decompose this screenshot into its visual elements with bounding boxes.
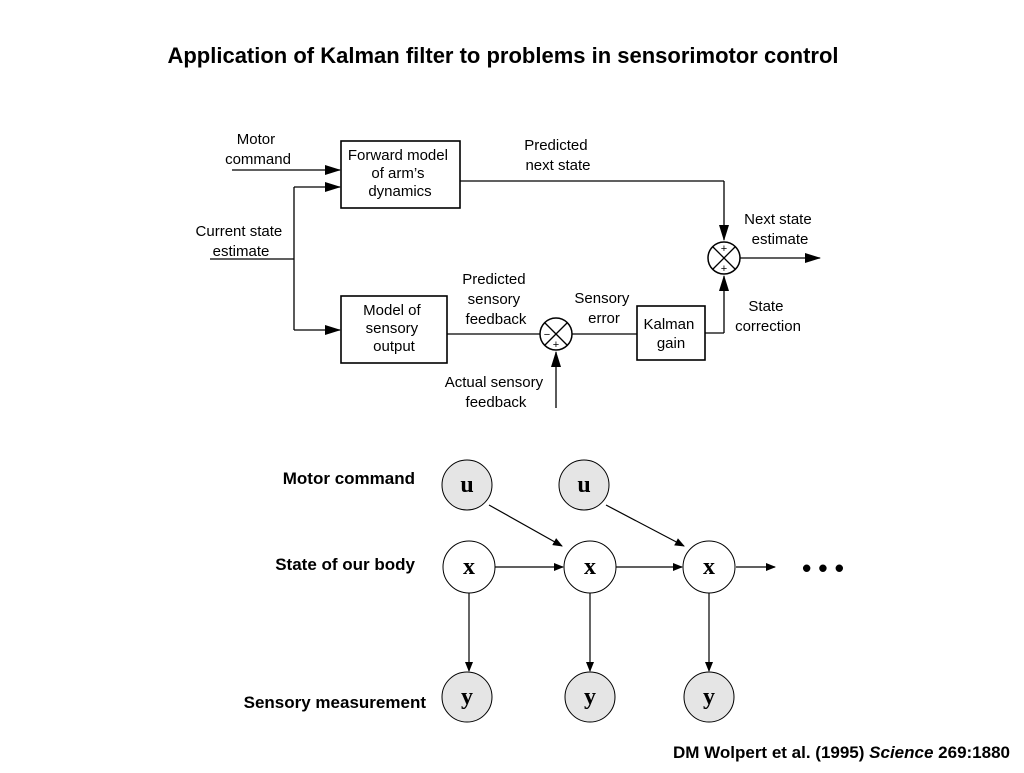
node-x-2-letter: x [584,554,596,580]
bottom-junction-sign-left: − [544,329,550,341]
node-y-1: y [441,671,493,723]
graphical-model: Motor command State of our body Sensory … [244,459,844,723]
node-y-2-letter: y [584,684,596,710]
node-y-1-letter: y [461,684,473,710]
citation: DM Wolpert et al. (1995) Science 269:188… [673,743,1010,762]
current-state-estimate-label: Current state estimate [196,223,287,260]
top-junction-sign-top: + [721,243,727,255]
ellipsis: • • • [802,553,844,583]
forward-model-label: Forward model of arm’s dynamics [348,147,452,200]
sensory-model-block [340,295,448,364]
node-x-2: x [563,540,617,594]
motor-command-input-label: Motor command [225,131,291,168]
next-state-estimate-label: Next state estimate [744,211,816,248]
edge-u2-x3 [605,504,685,547]
node-x-3-letter: x [703,554,715,580]
kalman-gain-label: Kalman gain [643,316,698,352]
citation-authors: DM Wolpert et al. (1995) [673,743,864,762]
node-y-2: y [564,671,616,723]
node-u-1-letter: u [460,472,473,498]
kalman-block-diagram: Motor command Current state estimate For… [196,131,821,411]
forward-model-block [340,140,461,209]
page-title: Application of Kalman filter to problems… [167,43,838,68]
node-u-2: u [558,459,610,511]
predicted-sensory-feedback-label: Predicted sensory feedback [462,271,530,328]
kalman-gain-block [636,305,706,361]
row-label-state: State of our body [275,555,415,574]
bottom-junction-sign-bottom: + [553,339,559,351]
row-label-measurement: Sensory measurement [244,693,427,712]
node-x-3: x [682,540,736,594]
predicted-next-state-label: Predicted next state [524,137,592,174]
state-correction-label: State correction [735,298,801,335]
edge-u1-x2 [488,504,563,547]
citation-ref: 269:1880 [938,743,1010,762]
node-y-3-letter: y [703,684,715,710]
sensory-error-label: Sensory error [574,290,633,327]
top-summing-junction: + + [707,241,741,275]
node-u-2-letter: u [577,472,590,498]
node-y-3: y [683,671,735,723]
bottom-summing-junction: − + [539,317,573,351]
top-junction-sign-bottom: + [721,263,727,275]
node-u-1: u [441,459,493,511]
row-label-motor-command: Motor command [283,469,415,488]
node-x-1-letter: x [463,554,475,580]
citation-journal: Science [869,743,933,762]
node-x-1: x [442,540,496,594]
actual-sensory-feedback-label: Actual sensory feedback [445,374,548,411]
sensory-model-label: Model of sensory output [363,302,425,355]
